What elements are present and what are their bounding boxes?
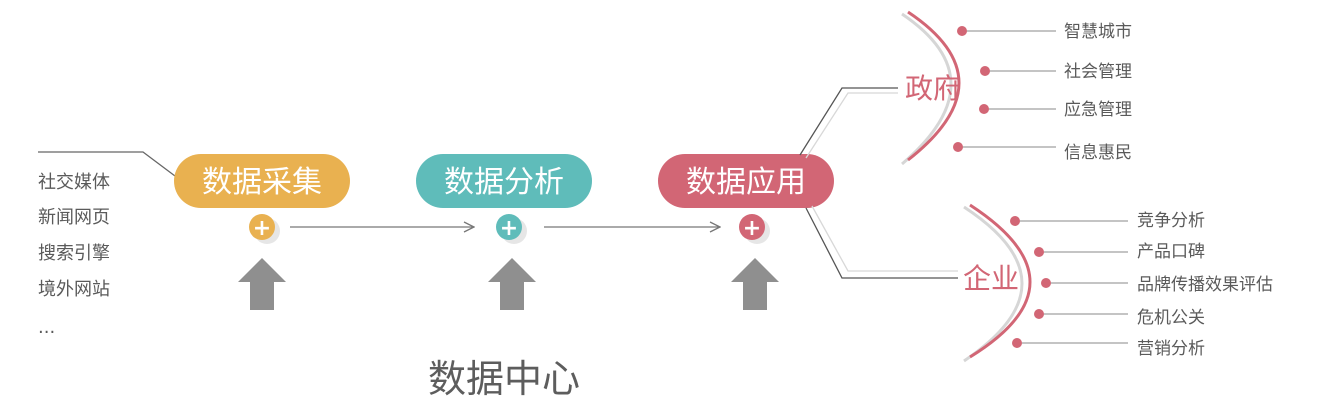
enterprise-arc-shadow [963, 205, 1024, 363]
plus-icon [249, 214, 275, 240]
enterprise-label: 企业 [963, 262, 1019, 295]
stage-pill [416, 154, 592, 208]
plus-button-analysis[interactable]: + [496, 214, 527, 244]
source-list: 社交媒体 新闻网页 搜索引擎 境外网站 ... [38, 172, 110, 338]
leaf-dot [1041, 278, 1051, 288]
leaf-dot [1012, 338, 1022, 348]
stage-label: 数据采集 [202, 165, 322, 200]
leaf-dot [1010, 216, 1020, 226]
plus-button-collection[interactable]: + [249, 214, 280, 244]
gov-item-smart-city: 智慧城市 [1064, 22, 1132, 42]
plus-sign: + [253, 216, 271, 241]
enterprise-branch: 企业 竞争分析 产品口碑 品牌传播效果评估 危机公关 营销分析 [963, 203, 1273, 363]
ent-item-marketing-analysis: 营销分析 [1137, 339, 1205, 359]
stage-data-collection: 数据采集 [174, 154, 350, 208]
leaf-dot [1034, 247, 1044, 257]
enterprise-arc [969, 203, 1032, 359]
ent-item-brand-communication: 品牌传播效果评估 [1137, 275, 1273, 295]
source-item-social-media: 社交媒体 [38, 172, 110, 193]
data-center-label: 数据中心 [428, 357, 580, 401]
plus-sign: + [500, 216, 518, 241]
up-arrow-icon [488, 258, 536, 310]
connector-to-government [799, 87, 898, 156]
source-item-overseas-sites: 境外网站 [38, 279, 110, 300]
ent-item-product-reputation: 产品口碑 [1137, 242, 1205, 262]
ent-item-competition-analysis: 竞争分析 [1137, 211, 1205, 231]
connector-to-enterprise [805, 207, 958, 279]
stage-pill [174, 154, 350, 208]
stage-data-application: 数据应用 [658, 154, 834, 208]
ent-item-crisis-pr: 危机公关 [1137, 308, 1205, 328]
plus-icon [496, 214, 522, 240]
leaf-dot [957, 26, 967, 36]
leaf-dot [979, 104, 989, 114]
up-arrow-icon [731, 258, 779, 310]
leaf-dot [953, 142, 963, 152]
gov-item-emergency-management: 应急管理 [1064, 100, 1132, 120]
stage-data-analysis: 数据分析 [416, 154, 592, 208]
plus-icon [739, 214, 765, 240]
leaf-dot [980, 66, 990, 76]
up-arrow-icon [238, 258, 286, 310]
stage-label: 数据分析 [444, 165, 564, 200]
government-arc [907, 10, 961, 162]
plus-button-application[interactable]: + [739, 214, 770, 244]
source-item-search-engine: 搜索引擎 [38, 243, 110, 264]
stage-pill [658, 154, 834, 208]
stage-label: 数据应用 [686, 165, 806, 200]
source-item-news-web: 新闻网页 [38, 207, 110, 228]
connector-to-enterprise-shadow [811, 205, 958, 272]
government-branch: 政府 智慧城市 社会管理 应急管理 信息惠民 [901, 10, 1132, 166]
source-item-more: ... [38, 317, 55, 338]
source-connector-line [38, 151, 184, 183]
government-label: 政府 [905, 72, 961, 105]
leaf-dot [1034, 309, 1044, 319]
government-arc-shadow [901, 12, 953, 166]
plus-sign: + [743, 216, 761, 241]
connector-to-government-shadow [805, 92, 898, 159]
gov-item-social-management: 社会管理 [1064, 62, 1132, 82]
gov-item-public-information: 信息惠民 [1064, 143, 1132, 163]
